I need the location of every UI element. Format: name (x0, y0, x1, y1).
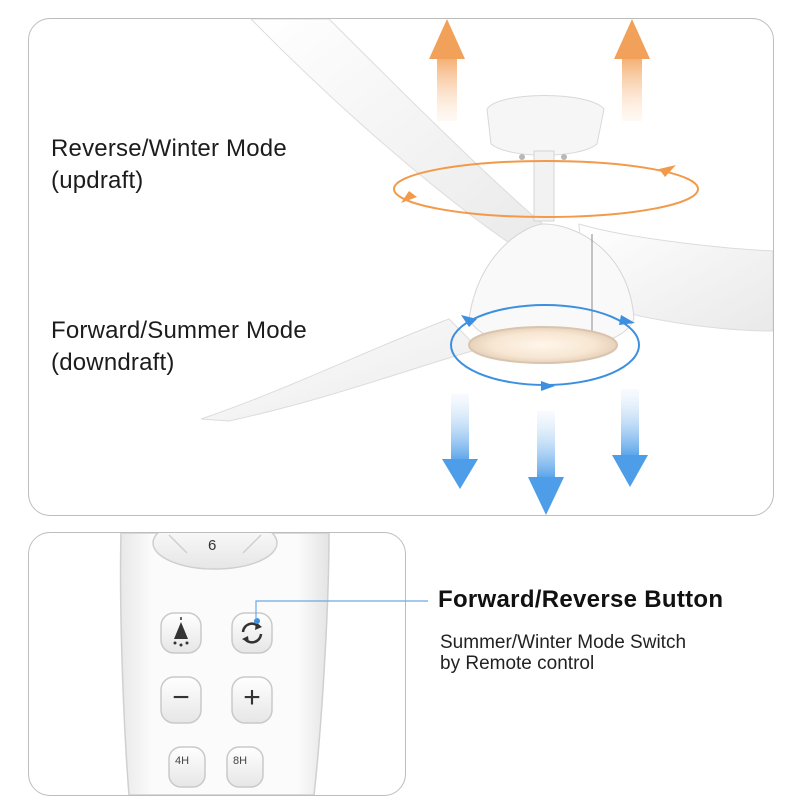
downdraft-arrow-center (528, 411, 564, 515)
winter-mode-label: Reverse/Winter Mode (updraft) (51, 133, 287, 197)
top-key-label: 6 (208, 537, 217, 554)
reverse-key (231, 612, 273, 654)
winter-rotation-ring (393, 160, 699, 218)
summer-mode-title: Forward/Summer Mode (51, 317, 307, 344)
downdraft-arrow-left (442, 394, 478, 489)
timer-key-right (226, 746, 264, 788)
light-kit (468, 326, 618, 364)
light-bulb-icon (174, 622, 188, 639)
canopy (486, 95, 605, 156)
remote-control-illustration (119, 533, 330, 795)
leader-dot (254, 618, 260, 624)
top-key (152, 533, 278, 570)
summer-mode-subtitle: (downdraft) (51, 349, 175, 376)
timer-left-label: 4H (175, 755, 190, 767)
downrod (533, 150, 555, 222)
minus-key-label[interactable]: − (172, 681, 190, 714)
timer-key-left (168, 746, 206, 788)
plus-key-label[interactable]: + (243, 681, 261, 714)
plus-key (231, 676, 273, 724)
updraft-arrow-right (614, 19, 650, 121)
winter-mode-subtitle: (updraft) (51, 167, 144, 194)
summer-mode-label: Forward/Summer Mode (downdraft) (51, 315, 307, 379)
callout-subtitle-line1: Summer/Winter Mode Switch (440, 632, 687, 653)
winter-mode-title: Reverse/Winter Mode (51, 135, 287, 162)
callout-title: Forward/Reverse Button (438, 586, 724, 613)
fan-modes-panel: Reverse/Winter Mode (updraft) Forward/Su… (28, 18, 774, 516)
callout-subtitle: Summer/Winter Mode Switch by Remote cont… (440, 632, 686, 674)
remote-panel: 6 − + 4H 8H (28, 532, 406, 796)
downdraft-arrow-right (612, 389, 648, 487)
callout-subtitle-line2: by Remote control (440, 653, 595, 674)
remote-body (119, 533, 330, 795)
timer-right-label: 8H (233, 755, 248, 767)
updraft-arrow-left (429, 19, 465, 121)
minus-key (160, 676, 202, 724)
ceiling-fan-illustration (200, 19, 773, 515)
